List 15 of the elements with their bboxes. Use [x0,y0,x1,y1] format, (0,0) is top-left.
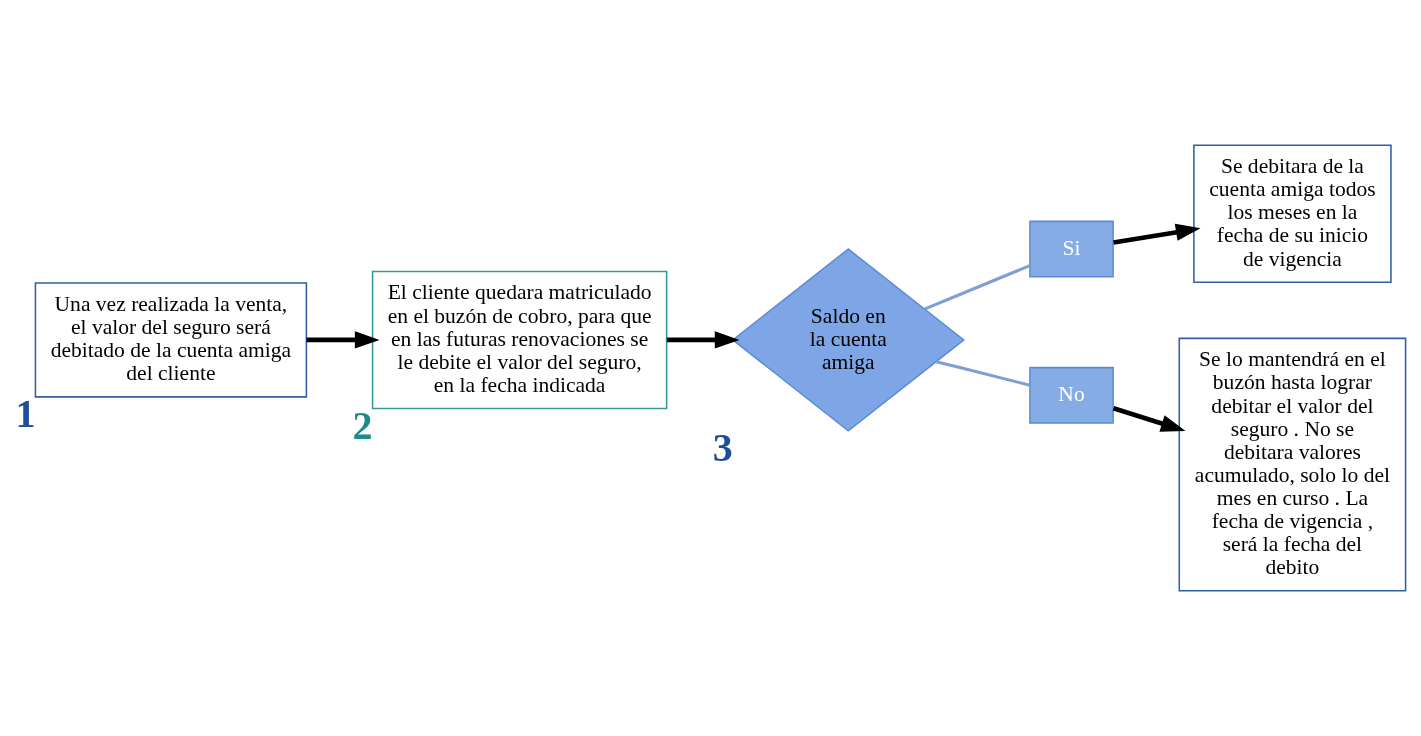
node-label: 2 [352,402,373,448]
arrow [1113,223,1201,245]
connector [924,264,1031,311]
arrow [306,331,380,349]
node-box: Si [1029,220,1114,278]
node-box: El cliente quedara matriculado en el buzón de cobro, para que en las futuras renovaciones se le debite el valor del seguro, en la fecha indicada [371,270,668,410]
node-box: No [1029,366,1114,424]
node-box: Se debitara de la cuenta amiga todos los meses en la fecha de su inicio de vigencia [1193,144,1392,283]
connector [935,360,1031,387]
arrow [666,331,740,349]
arrow [1112,406,1186,432]
node-label: 1 [15,391,36,437]
node-box: Una vez realizada la venta, el valor del seguro será debitado de la cuenta amiga del cliente [34,282,308,398]
node-label: 3 [712,425,733,471]
node-box: Se lo mantendrá en el buzón hasta lograr debitar el valor del seguro . No se debitara valores acumulado, solo lo del mes en curso . La fecha de vigencia , será la fecha del debito [1178,337,1407,592]
